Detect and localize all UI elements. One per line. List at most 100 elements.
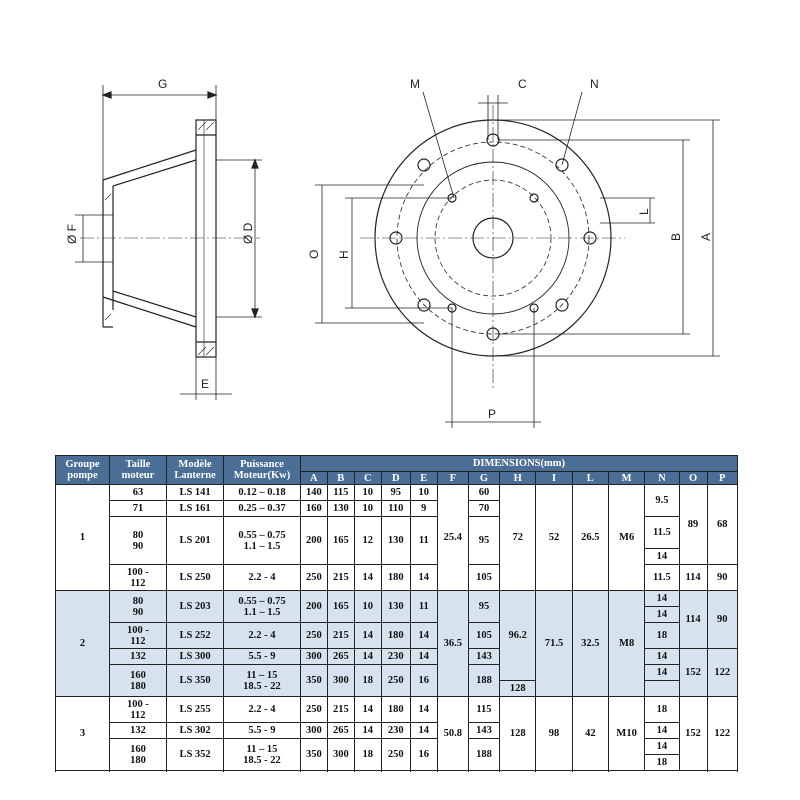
g-cell: 188	[467, 664, 501, 697]
g-cell: 188	[467, 738, 501, 771]
n-cell: 14	[644, 738, 680, 755]
e-cell: 14	[409, 622, 438, 649]
g-cell: 95	[467, 590, 501, 623]
g-cell: 105	[467, 622, 501, 649]
h-cell: 128	[499, 680, 537, 697]
puissance-cell: 2.2 - 4	[223, 564, 301, 591]
header-modele: Modèle Lanterne	[166, 455, 225, 485]
header-puissance: Puissance Moteur(Kw)	[223, 455, 301, 485]
table-row: 14	[56, 606, 738, 623]
n-cell: 14	[644, 722, 680, 739]
table-row: 71 LS 161 0.25 – 0.37 160 130 10 110 9 7…	[56, 500, 738, 517]
puissance-cell: 11 – 15 18.5 - 22	[223, 664, 301, 697]
e-cell: 16	[409, 738, 438, 771]
group-cell: 2	[55, 590, 110, 697]
table-row: 3 100 - 112 LS 255 2.2 - 4 250 215 14 18…	[55, 696, 739, 771]
taille-cell: 80 90	[108, 590, 168, 623]
n-cell: 14	[644, 606, 680, 623]
d-cell: 250	[380, 664, 411, 697]
taille-cell: 80 90	[108, 516, 168, 565]
n-cell: 11.5	[644, 516, 680, 549]
e-cell: 9	[409, 500, 438, 517]
c-cell: 14	[353, 722, 382, 739]
puissance-cell: 0.12 – 0.18	[223, 484, 301, 501]
d-cell: 180	[380, 622, 411, 649]
table-row: 1 63 LS 141 0.12 – 0.18 140 115 10 95 10…	[55, 484, 739, 591]
puissance-cell: 0.25 – 0.37	[223, 500, 301, 517]
header-e: E	[409, 471, 438, 485]
b-cell: 165	[326, 590, 355, 623]
dim-label-d: Ø D	[241, 222, 255, 244]
b-cell: 215	[326, 622, 355, 649]
c-cell: 18	[353, 738, 382, 771]
e-cell: 14	[409, 696, 438, 723]
table-row: 160 180 LS 352 11 – 15 18.5 - 22 350 300…	[56, 738, 738, 771]
puissance-cell: 2.2 - 4	[223, 622, 301, 649]
a-cell: 200	[299, 590, 328, 623]
e-cell: 14	[409, 648, 438, 665]
g-cell: 105	[467, 564, 501, 591]
a-cell: 250	[299, 622, 328, 649]
l-cell: 26.5	[571, 484, 609, 591]
b-cell: 300	[326, 664, 355, 697]
m-cell: M8	[607, 590, 646, 697]
i-cell: 52	[535, 484, 573, 591]
n-cell: 14	[644, 548, 680, 565]
p-cell: 90	[706, 564, 739, 591]
dim-label-c: C	[518, 77, 527, 91]
e-cell: 11	[409, 590, 438, 623]
header-dimensions: DIMENSIONS(mm)	[299, 455, 739, 472]
d-cell: 180	[380, 564, 411, 591]
c-cell: 10	[353, 590, 382, 623]
p-cell: 90	[706, 590, 739, 649]
a-cell: 250	[299, 696, 328, 723]
n-cell: 18	[644, 754, 680, 771]
h-cell: 96.2	[499, 590, 537, 681]
modele-cell: LS 203	[166, 590, 225, 623]
header-g: G	[467, 471, 501, 485]
a-cell: 250	[299, 564, 328, 591]
d-cell: 130	[380, 516, 411, 565]
puissance-cell: 11 – 15 18.5 - 22	[223, 738, 301, 771]
modele-cell: LS 141	[166, 484, 225, 501]
puissance-cell: 5.5 - 9	[223, 722, 301, 739]
header-l: L	[571, 471, 609, 485]
table-row: 160 180 LS 350 11 – 15 18.5 - 22 350 300…	[56, 664, 738, 697]
n-cell: 18	[644, 696, 680, 723]
modele-cell: LS 201	[166, 516, 225, 565]
n-cell: 14	[644, 664, 680, 681]
taille-cell: 71	[108, 500, 168, 517]
o-cell: 89	[678, 484, 708, 565]
o-cell: 114	[678, 590, 708, 649]
e-cell: 11	[409, 516, 438, 565]
header-taille: Taille moteur	[108, 455, 168, 485]
dim-label-a: A	[699, 233, 713, 241]
n-cell	[644, 680, 680, 697]
g-cell: 115	[467, 696, 501, 723]
puissance-cell: 2.2 - 4	[223, 696, 301, 723]
dim-label-o: O	[307, 250, 321, 259]
header-a: A	[299, 471, 328, 485]
puissance-cell: 0.55 – 0.75 1.1 – 1.5	[223, 590, 301, 623]
l-cell: 42	[571, 696, 609, 771]
g-cell: 143	[467, 648, 501, 665]
i-cell: 71.5	[535, 590, 573, 697]
d-cell: 95	[380, 484, 411, 501]
front-view	[315, 91, 720, 428]
f-cell: 50.8	[436, 696, 469, 771]
group-cell: 3	[55, 696, 110, 771]
header-p: P	[706, 471, 739, 485]
table-row: 18	[56, 754, 738, 771]
e-cell: 14	[409, 722, 438, 739]
a-cell: 300	[299, 648, 328, 665]
header-b: B	[326, 471, 355, 485]
b-cell: 115	[326, 484, 355, 501]
b-cell: 265	[326, 648, 355, 665]
m-cell: M6	[607, 484, 646, 591]
dim-label-l: L	[637, 208, 651, 215]
technical-drawing: G Ø F Ø D E	[65, 77, 720, 428]
b-cell: 130	[326, 500, 355, 517]
taille-cell: 132	[108, 722, 168, 739]
header-d: D	[380, 471, 411, 485]
table-row: 100 - 112 LS 250 2.2 - 4 250 215 14 180 …	[56, 564, 739, 591]
